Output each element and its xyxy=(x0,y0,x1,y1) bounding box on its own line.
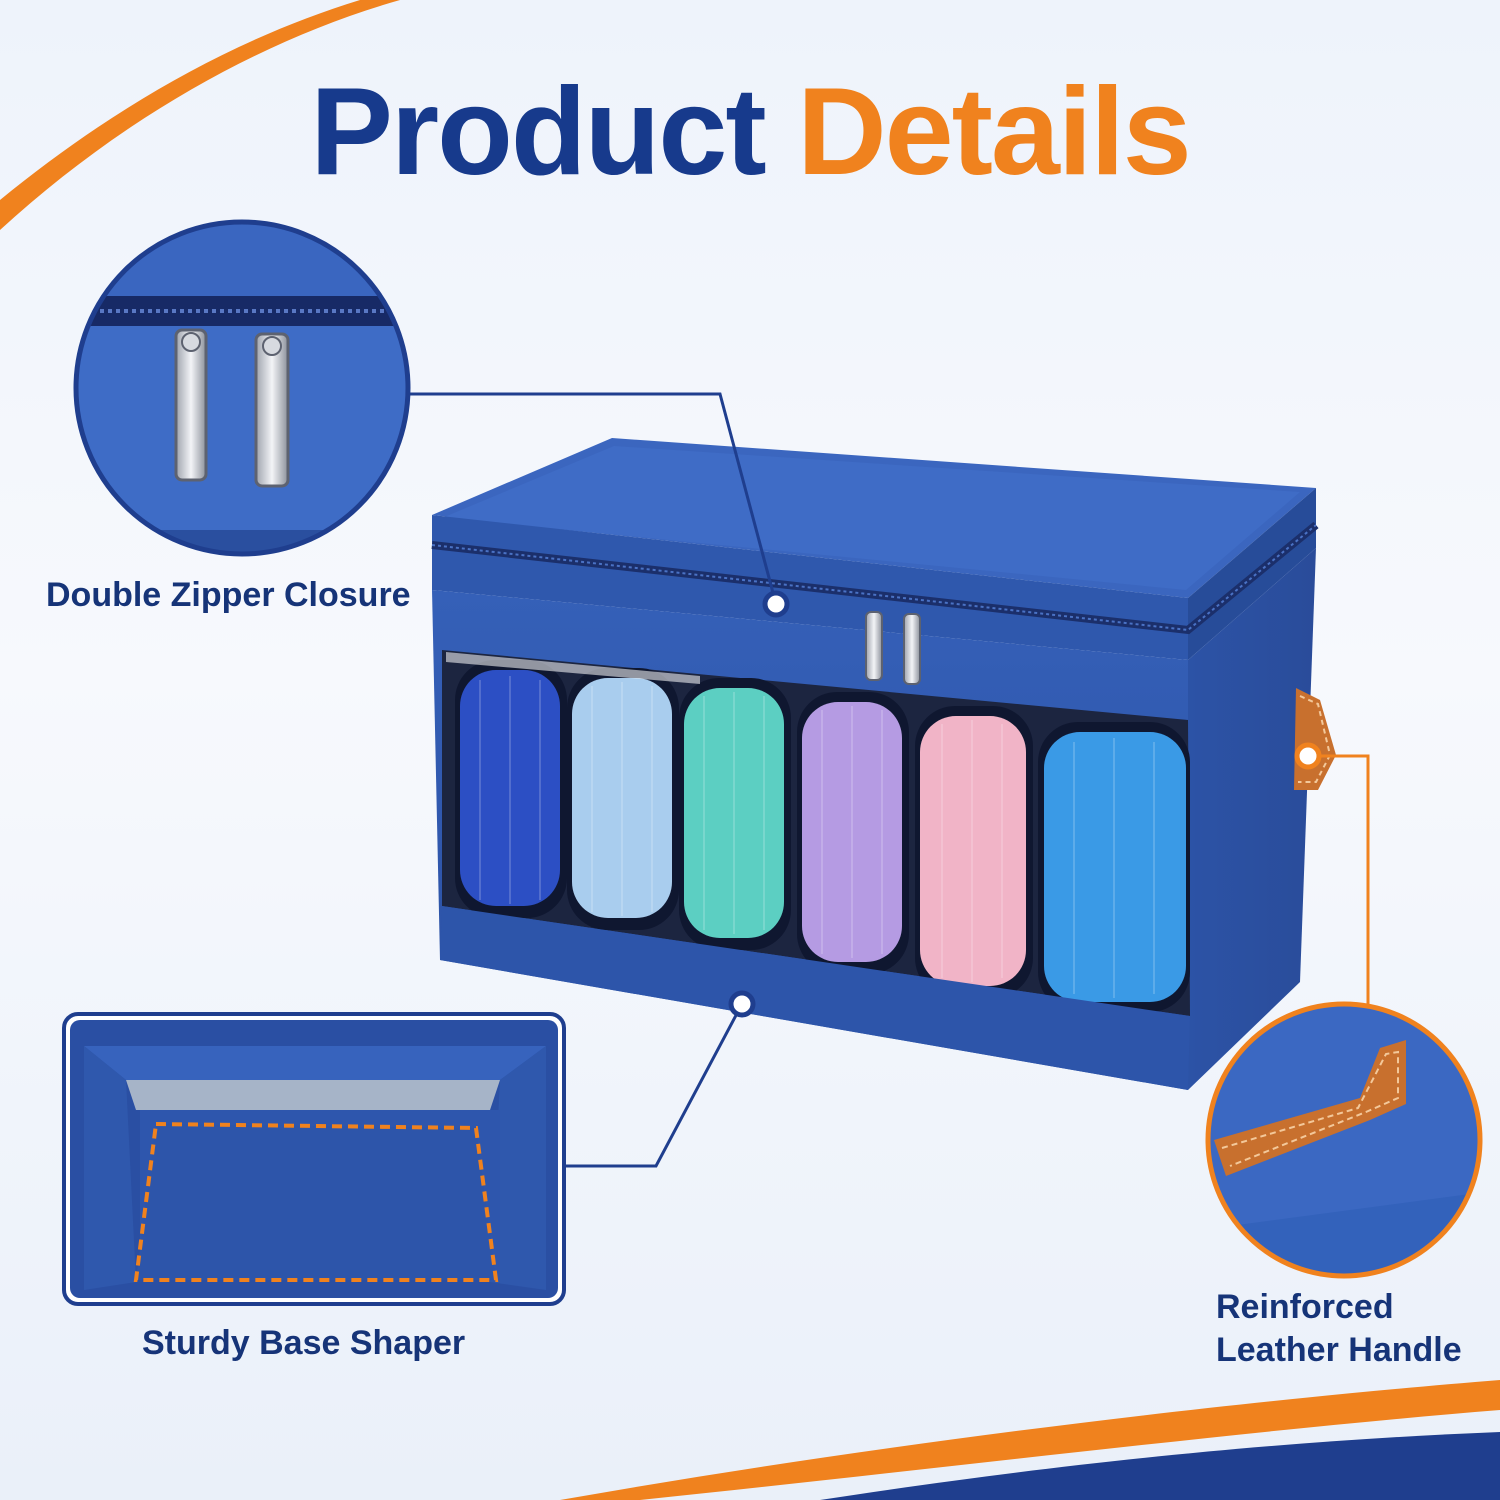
handle-closeup xyxy=(1205,1001,1483,1279)
spool-1 xyxy=(460,670,560,906)
base-leader-line xyxy=(566,1003,744,1168)
storage-box xyxy=(431,438,1336,1090)
handle-label-line2: Leather Handle xyxy=(1216,1330,1462,1369)
filament-spools xyxy=(455,660,1190,1012)
zipper-closeup xyxy=(73,219,411,557)
handle-leader-line xyxy=(1308,754,1370,1004)
box-side xyxy=(1188,548,1316,1090)
box-leather-handle xyxy=(1294,688,1336,790)
swoosh-bottom-right xyxy=(560,1380,1500,1500)
spool-6 xyxy=(1044,732,1186,1002)
page-title: Product Details xyxy=(0,70,1500,194)
base-shaper-board xyxy=(133,1121,499,1282)
spool-3 xyxy=(684,688,784,938)
zipper-leader-line xyxy=(408,392,778,605)
swoosh-bottom-blue xyxy=(820,1432,1500,1500)
spool-4 xyxy=(802,702,902,962)
spool-2 xyxy=(572,678,672,918)
spool-5 xyxy=(920,716,1026,986)
handle-callout-label: Reinforced Leather Handle xyxy=(1216,1286,1486,1371)
title-word-details: Details xyxy=(797,63,1192,201)
handle-label-line1: Reinforced xyxy=(1216,1288,1394,1326)
box-zipper-pulls xyxy=(865,611,921,685)
base-closeup xyxy=(62,1012,566,1306)
base-callout-label: Sturdy Base Shaper xyxy=(142,1324,466,1362)
title-word-product: Product xyxy=(310,63,766,201)
zipper-callout-label: Double Zipper Closure xyxy=(46,576,411,614)
